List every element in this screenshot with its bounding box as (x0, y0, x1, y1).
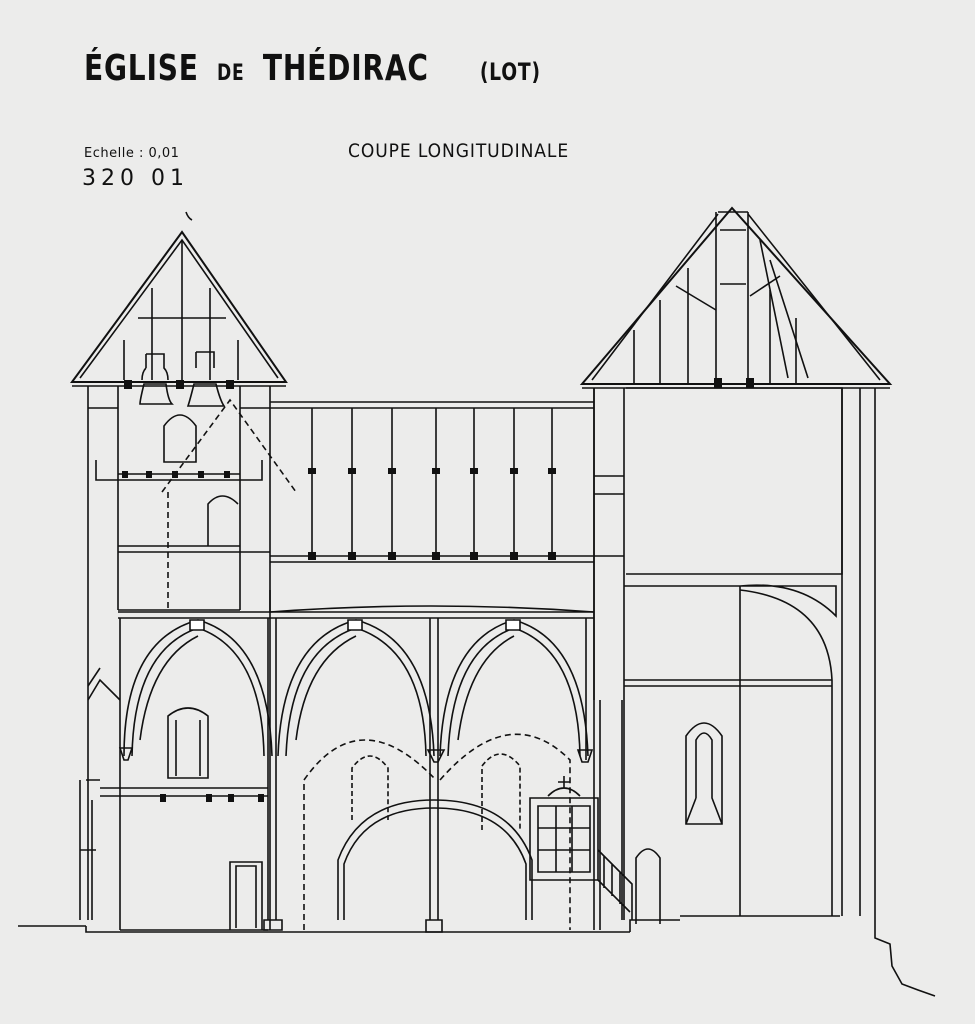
bell-right (188, 352, 224, 406)
title-thedirac: THÉDIRAC (262, 48, 429, 89)
title-eglise: ÉGLISE (84, 48, 199, 89)
drawing-title: ÉGLISE DE THÉDIRAC (LOT) (84, 48, 541, 89)
ground-line (18, 388, 935, 996)
rib-vaults (118, 612, 594, 762)
section-subtitle: COUPE LONGITUDINALE (348, 140, 570, 162)
pencil-mark (186, 212, 192, 220)
bell-left (140, 354, 172, 404)
title-lot: (LOT) (479, 58, 541, 86)
nave-attic (270, 402, 594, 612)
pulpit (530, 776, 660, 924)
scale-label: Echelle : 0,01 (84, 146, 180, 161)
bell-tower (72, 232, 296, 930)
west-tower (582, 208, 890, 920)
reference-number: 320 01 (82, 166, 189, 191)
nave-walls (80, 388, 622, 932)
title-de: DE (217, 61, 245, 86)
